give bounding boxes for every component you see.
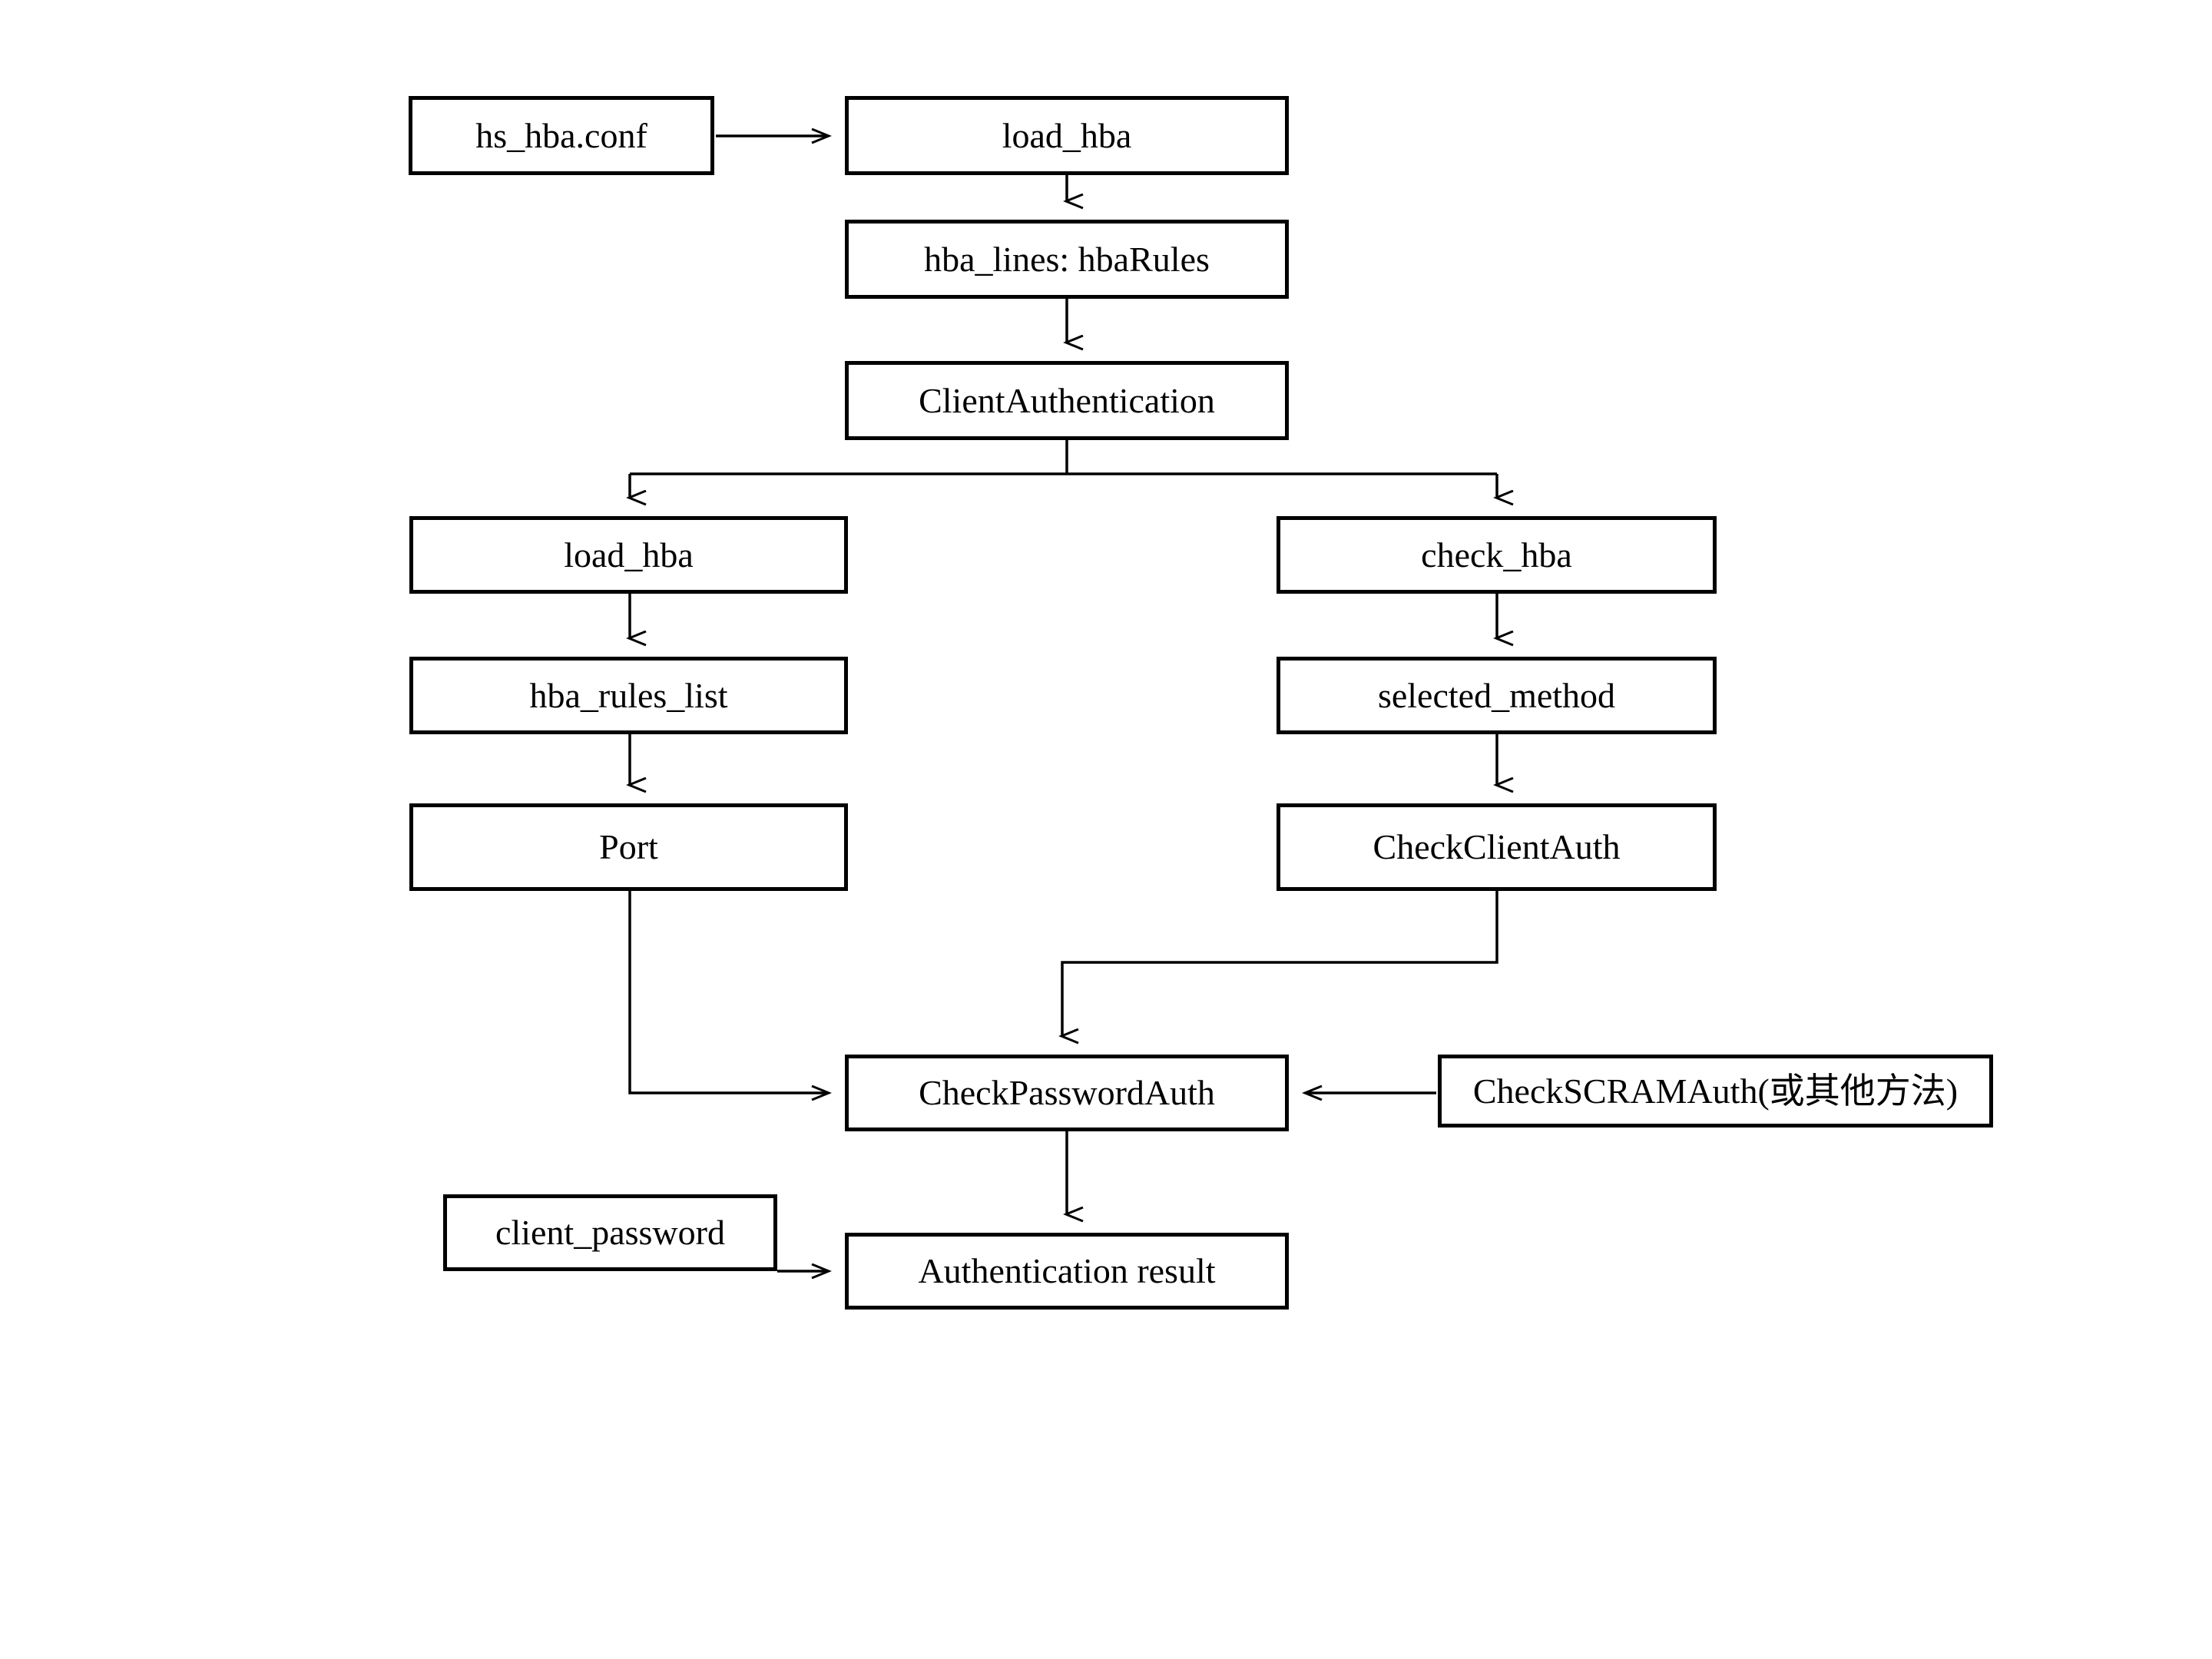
node-client-password[interactable]: client_password xyxy=(443,1194,777,1271)
node-label: CheckClientAuth xyxy=(1373,827,1621,866)
node-label: Authentication result xyxy=(918,1251,1216,1290)
node-load-hba-left[interactable]: load_hba xyxy=(409,516,848,594)
node-label: CheckSCRAMAuth(或其他方法) xyxy=(1472,1071,1959,1111)
node-client-authentication[interactable]: ClientAuthentication xyxy=(845,361,1289,440)
node-port[interactable]: Port xyxy=(409,803,848,891)
node-label: load_hba xyxy=(564,535,694,575)
node-label: ClientAuthentication xyxy=(919,380,1215,420)
node-label: selected_method xyxy=(1377,675,1616,715)
edge-port-to-checkpassword xyxy=(628,891,828,1093)
node-label: check_hba xyxy=(1421,535,1572,575)
node-check-hba[interactable]: check_hba xyxy=(1277,516,1717,594)
node-hba-lines[interactable]: hba_lines: hbaRules xyxy=(845,220,1289,299)
node-hs-hba-conf[interactable]: hs_hba.conf xyxy=(409,96,714,175)
node-label: load_hba xyxy=(1002,115,1132,155)
node-authentication-result[interactable]: Authentication result xyxy=(845,1233,1289,1310)
node-label: client_password xyxy=(495,1213,725,1252)
node-load-hba-top[interactable]: load_hba xyxy=(845,96,1289,175)
node-hba-rules-list[interactable]: hba_rules_list xyxy=(409,657,848,734)
node-label: CheckPasswordAuth xyxy=(919,1073,1215,1112)
node-label: Port xyxy=(599,827,658,866)
node-label: hba_rules_list xyxy=(529,675,728,715)
node-check-scram-auth[interactable]: CheckSCRAMAuth(或其他方法) xyxy=(1438,1055,1993,1128)
node-selected-method[interactable]: selected_method xyxy=(1277,657,1717,734)
node-label: hba_lines: hbaRules xyxy=(924,239,1210,279)
edge-checkclient-to-checkpassword xyxy=(1062,891,1498,1036)
node-check-password-auth[interactable]: CheckPasswordAuth xyxy=(845,1055,1289,1131)
node-check-client-auth[interactable]: CheckClientAuth xyxy=(1277,803,1717,891)
node-label: hs_hba.conf xyxy=(475,115,647,155)
